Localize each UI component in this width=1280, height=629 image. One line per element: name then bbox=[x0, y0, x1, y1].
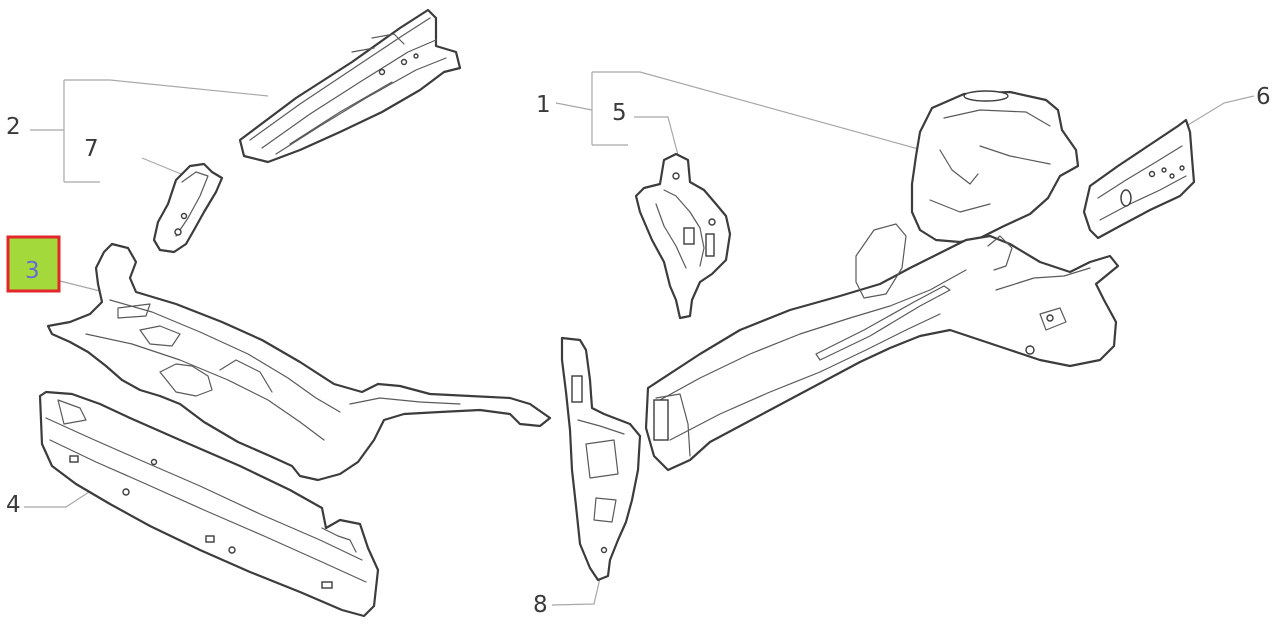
callouts: 1 2 3 4 5 6 7 8 bbox=[6, 84, 1271, 618]
callout-6[interactable]: 6 bbox=[1256, 84, 1271, 110]
callout-7-label: 7 bbox=[84, 136, 99, 162]
callout-2[interactable]: 2 bbox=[6, 114, 21, 140]
callout-7[interactable]: 7 bbox=[84, 136, 99, 162]
leader-4 bbox=[24, 489, 93, 508]
part-6-reinforcement-plate[interactable] bbox=[1082, 118, 1196, 240]
callout-3[interactable]: 3 bbox=[6, 235, 61, 293]
part-8-vertical-bracket[interactable] bbox=[560, 336, 642, 582]
leader-7 bbox=[141, 157, 187, 177]
leader-5 bbox=[634, 116, 679, 156]
callout-3-label: 3 bbox=[25, 258, 40, 284]
leader-6 bbox=[1187, 95, 1255, 126]
callout-4-label: 4 bbox=[6, 492, 21, 518]
callout-5-label: 5 bbox=[612, 100, 627, 126]
callout-5[interactable]: 5 bbox=[612, 100, 627, 126]
callout-1[interactable]: 1 bbox=[536, 92, 551, 118]
part-4-crossmember[interactable] bbox=[38, 390, 380, 618]
part-1-side-rail[interactable] bbox=[644, 90, 1120, 472]
leader-8 bbox=[551, 577, 601, 606]
part-7-bracket[interactable] bbox=[152, 162, 224, 254]
callout-4[interactable]: 4 bbox=[6, 492, 21, 518]
part-2-upper-rail[interactable] bbox=[238, 8, 462, 164]
leader-2 bbox=[30, 79, 269, 183]
callout-6-label: 6 bbox=[1256, 84, 1271, 110]
leader-lines bbox=[24, 71, 1255, 606]
leader-1 bbox=[555, 71, 923, 151]
callout-3-highlight bbox=[6, 235, 61, 293]
callout-8-label: 8 bbox=[533, 592, 548, 618]
callout-1-label: 1 bbox=[536, 92, 551, 118]
part-5-bracket[interactable] bbox=[634, 152, 732, 320]
part-3-front-panel[interactable] bbox=[46, 242, 552, 482]
callout-8[interactable]: 8 bbox=[533, 592, 548, 618]
callout-2-label: 2 bbox=[6, 114, 21, 140]
